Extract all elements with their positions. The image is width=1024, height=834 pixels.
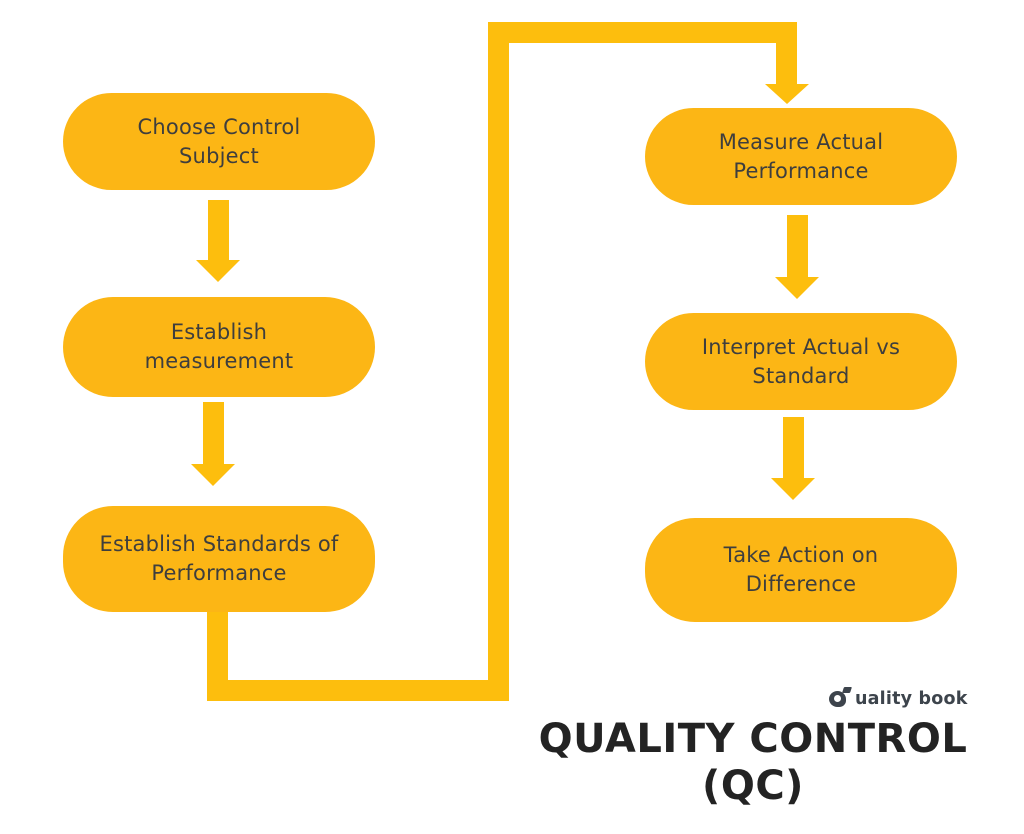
arrow-shaft bbox=[782, 417, 804, 478]
flow-step-interpret-actual-vs-standard: Interpret Actual vs Standard bbox=[645, 313, 957, 410]
step-label-line1: Interpret Actual vs bbox=[701, 334, 901, 359]
down-arrow-icon bbox=[191, 402, 235, 486]
step-label: Measure Actual Performance bbox=[719, 128, 884, 186]
connector-bottom-horizontal bbox=[207, 680, 509, 701]
step-label: Interpret Actual vs Standard bbox=[702, 333, 900, 391]
down-arrow-icon bbox=[771, 417, 815, 500]
arrow-shaft bbox=[207, 200, 229, 260]
down-arrow-icon bbox=[196, 200, 240, 282]
connector-right-vertical bbox=[776, 43, 797, 85]
flow-step-establish-standards: Establish Standards of Performance bbox=[63, 506, 375, 612]
connector-top-horizontal bbox=[488, 22, 797, 43]
step-label-line2: Standard bbox=[752, 363, 850, 388]
diagram-title: QUALITY CONTROL (QC) bbox=[493, 716, 1013, 810]
quality-book-q-icon bbox=[828, 687, 852, 711]
step-label-line1: Choose Control bbox=[137, 114, 301, 139]
flow-step-measure-actual-performance: Measure Actual Performance bbox=[645, 108, 957, 205]
flow-step-establish-measurement: Establish measurement bbox=[63, 297, 375, 397]
connector-middle-vertical bbox=[488, 22, 509, 701]
diagram-title-line2: (QC) bbox=[702, 763, 804, 809]
step-label: Choose Control Subject bbox=[138, 113, 301, 171]
step-label-line2: Performance bbox=[151, 561, 287, 585]
step-label-line2: measurement bbox=[144, 349, 294, 373]
arrow-shaft bbox=[202, 402, 224, 464]
step-label-line2: Difference bbox=[745, 572, 857, 596]
step-label: Establish Standards of Performance bbox=[99, 530, 338, 588]
flow-step-take-action-on-difference: Take Action on Difference bbox=[645, 518, 957, 622]
step-label: Establish measurement bbox=[145, 318, 294, 376]
q-icon-hole bbox=[834, 695, 841, 702]
step-label-line2: Subject bbox=[179, 143, 259, 168]
step-label-line1: Measure Actual bbox=[718, 129, 884, 154]
arrow-head bbox=[196, 260, 240, 282]
connector-left-vertical bbox=[207, 612, 228, 701]
q-icon-flag bbox=[842, 687, 852, 693]
arrow-head bbox=[771, 478, 815, 500]
quality-book-logo: uality book bbox=[828, 687, 968, 711]
step-label: Take Action on Difference bbox=[724, 541, 879, 599]
diagram-title-line1: QUALITY CONTROL bbox=[538, 716, 968, 762]
arrow-head bbox=[775, 277, 819, 299]
flow-step-choose-control-subject: Choose Control Subject bbox=[63, 93, 375, 190]
step-label-line1: Take Action on bbox=[723, 543, 879, 568]
arrow-shaft bbox=[786, 215, 808, 277]
arrow-head bbox=[191, 464, 235, 486]
step-label-line1: Establish Standards of bbox=[99, 532, 339, 557]
logo-text: uality book bbox=[855, 689, 968, 709]
step-label-line1: Establish bbox=[170, 320, 268, 345]
down-arrow-icon bbox=[775, 215, 819, 299]
step-label-line2: Performance bbox=[733, 158, 869, 183]
connector-arrowhead-icon bbox=[765, 84, 809, 104]
